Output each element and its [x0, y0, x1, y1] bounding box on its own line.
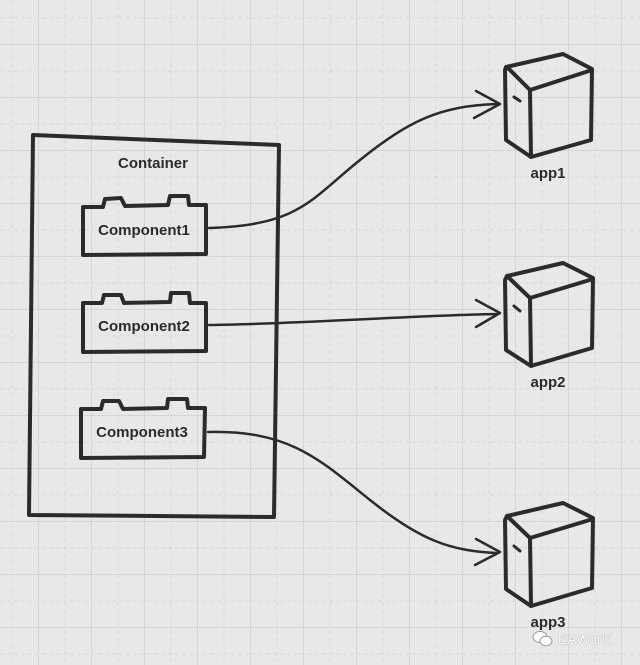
connector-component2-app2[interactable]	[207, 298, 502, 329]
connector-line	[207, 102, 499, 230]
component-1-label: Component1	[98, 222, 190, 239]
connector-component1-app1[interactable]	[207, 89, 502, 230]
server-icon	[503, 501, 595, 608]
component-3-label: Component3	[96, 424, 188, 441]
app-3-label: app3	[530, 614, 565, 631]
app-1[interactable]: app1	[503, 52, 594, 182]
app-3[interactable]: app3	[503, 501, 595, 631]
component-1[interactable]: Component1	[81, 194, 208, 257]
component-3[interactable]: Component3	[79, 397, 207, 460]
container[interactable]: Container	[27, 133, 281, 519]
connector-line	[206, 430, 499, 555]
app-2-label: app2	[530, 374, 565, 391]
server-icon	[503, 261, 595, 368]
wechat-icon	[532, 631, 553, 647]
watermark: EAWorld	[532, 630, 612, 648]
watermark-text: EAWorld	[558, 631, 613, 647]
arrowhead-icon	[473, 537, 502, 567]
component-2-shape	[81, 291, 208, 354]
component-2[interactable]: Component2	[81, 291, 208, 354]
connector-line	[207, 312, 500, 327]
arrowhead-icon	[472, 89, 502, 120]
component-1-shape	[81, 194, 208, 257]
container-border	[27, 133, 281, 519]
component-3-shape	[79, 397, 207, 460]
connector-component3-app3[interactable]	[206, 430, 502, 567]
container-label: Container	[118, 155, 188, 172]
app-2[interactable]: app2	[503, 261, 595, 391]
server-icon	[503, 52, 594, 159]
app-1-label: app1	[530, 165, 565, 182]
arrowhead-icon	[474, 298, 502, 329]
component-2-label: Component2	[98, 318, 190, 335]
